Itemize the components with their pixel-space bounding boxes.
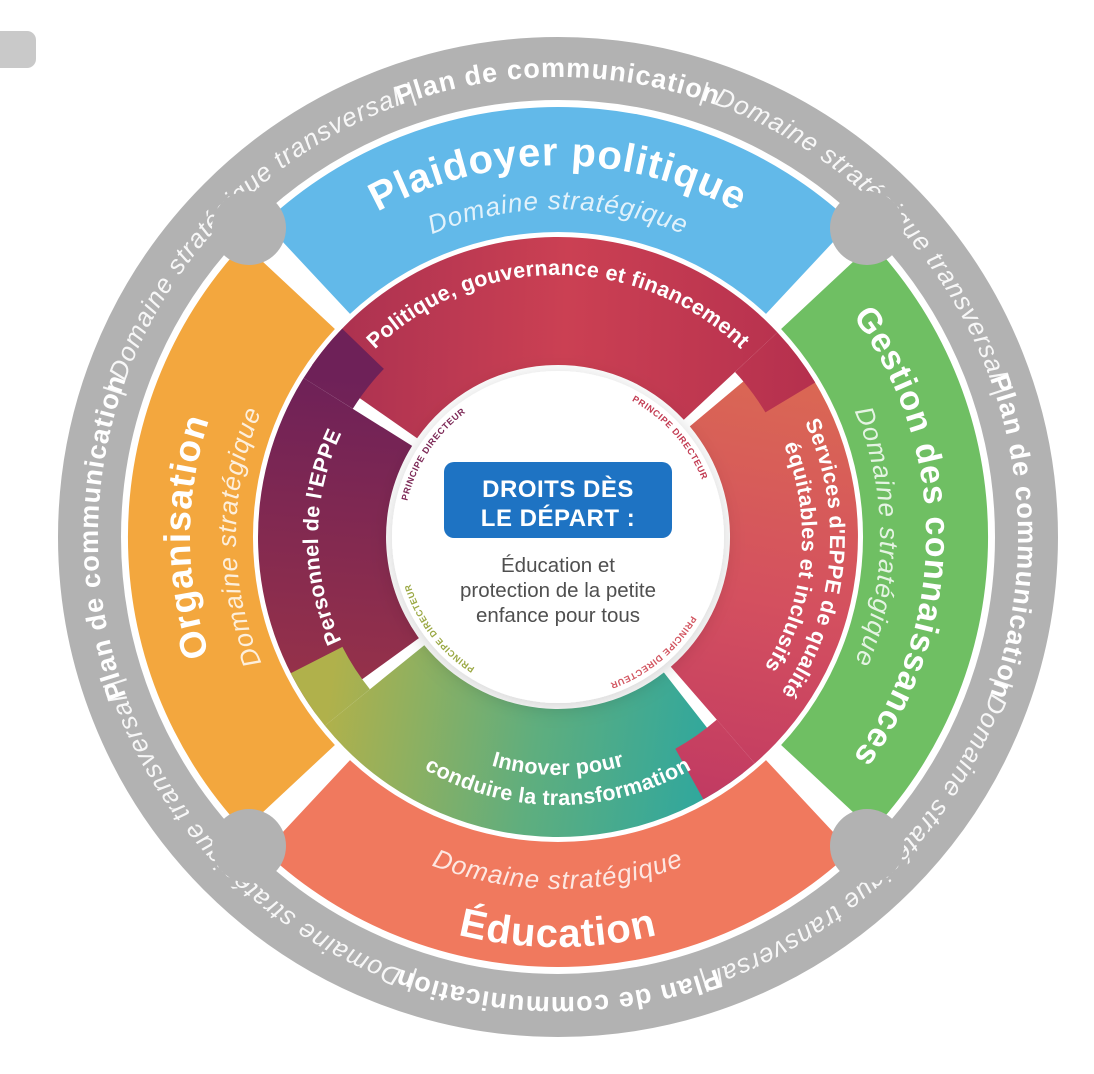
connector-circle-se <box>830 809 904 883</box>
priority-step-innover <box>290 646 370 726</box>
domain-arc-gestion-connaissances <box>781 243 989 831</box>
priority-step-personnel <box>303 328 384 409</box>
priority-segment-personnel <box>258 378 419 714</box>
center-description-line3: enfance pour tous <box>476 604 640 627</box>
priority-segment-politique-gouvernance <box>312 236 778 439</box>
connector-circle-ne <box>830 191 904 265</box>
title-badge-line2: LE DÉPART : <box>481 504 635 532</box>
center-description-line1: Éducation et <box>501 554 615 577</box>
left-edge-artifact <box>0 31 36 68</box>
connector-circle-sw <box>212 809 286 883</box>
connector-circle-nw <box>212 191 286 265</box>
domain-arc-organisation <box>127 243 335 831</box>
priority-step-services <box>675 719 755 800</box>
priority-segment-services-eppe <box>670 344 858 764</box>
priority-step-politique <box>735 332 816 413</box>
domain-arc-education <box>264 760 852 968</box>
title-badge-line1: DROITS DÈS <box>482 475 634 503</box>
title-badge <box>444 462 672 538</box>
center-description-line2: protection de la petite <box>460 579 656 602</box>
domain-arc-plaidoyer-politique <box>264 106 852 314</box>
priority-segment-innover <box>324 645 743 837</box>
outer-transversal-ring <box>58 37 1058 1037</box>
